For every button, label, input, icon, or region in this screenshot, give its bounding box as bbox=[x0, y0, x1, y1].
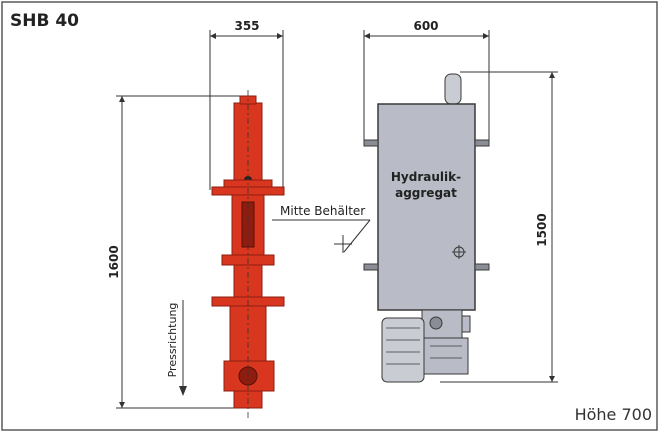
hydraulic-label-line1: Hydraulik- bbox=[391, 170, 461, 184]
height-note: Höhe 700 bbox=[575, 405, 652, 424]
dim-unit-width: 600 bbox=[413, 19, 438, 33]
center-tank-label: Mitte Behälter bbox=[280, 204, 365, 218]
dim-cylinder-height: 1600 bbox=[107, 245, 121, 278]
model-title: SHB 40 bbox=[10, 11, 79, 31]
arrow-down-icon bbox=[179, 386, 187, 396]
press-direction-indicator: Pressrichtung bbox=[166, 300, 187, 396]
dim-cylinder-width: 355 bbox=[234, 19, 259, 33]
center-tank-marker: Mitte Behälter bbox=[272, 204, 371, 253]
dim-unit-height: 1500 bbox=[535, 213, 549, 246]
hydraulic-unit: 600 1500 Hydraulik- aggregat bbox=[363, 19, 558, 383]
press-cylinder: 355 1600 bbox=[107, 19, 285, 418]
hydraulic-label-line2: aggregat bbox=[395, 186, 457, 200]
tank bbox=[377, 103, 476, 311]
press-direction-label: Pressrichtung bbox=[166, 303, 179, 378]
